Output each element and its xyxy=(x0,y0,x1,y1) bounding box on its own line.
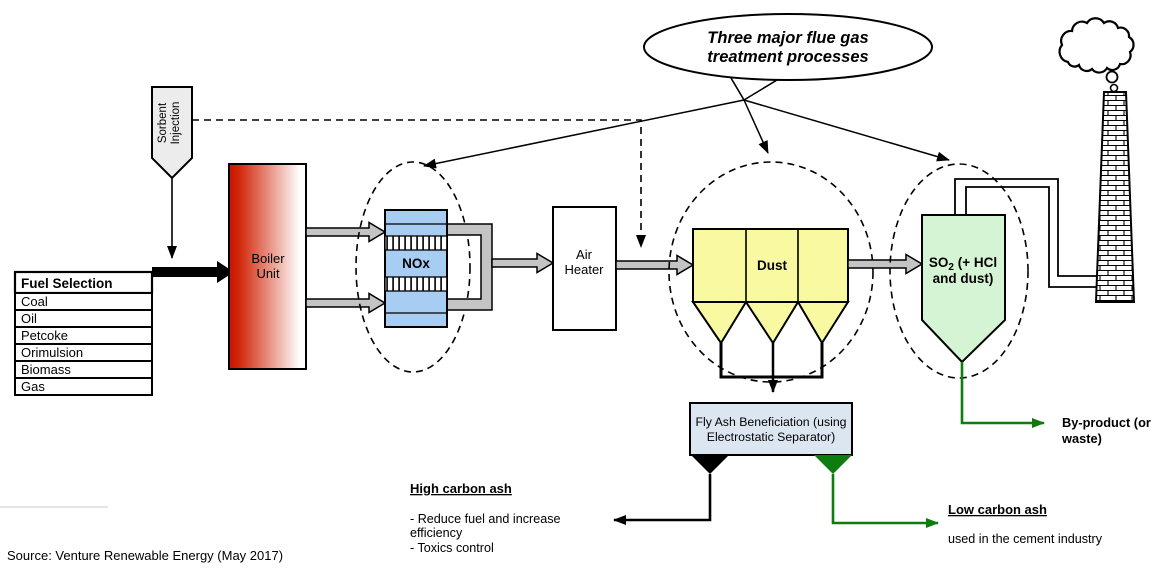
table-header-text: Fuel Selection xyxy=(21,276,113,291)
low-carbon-title: Low carbon ash xyxy=(948,502,1047,517)
source-caption: Source: Venture Renewable Energy (May 20… xyxy=(7,548,283,563)
nox-catalyst-layer-bottom xyxy=(384,276,448,292)
air-heater-box xyxy=(552,206,617,331)
callout-tail-left xyxy=(730,77,745,101)
low-carbon-ash-line xyxy=(831,474,939,528)
callout-arrow-to-so2 xyxy=(743,99,950,162)
high-carbon-title: High carbon ash xyxy=(410,481,512,496)
so2-dashed-ellipse xyxy=(889,163,1029,379)
dust-hopper-2 xyxy=(744,301,800,345)
nox-label: NOx xyxy=(402,256,430,271)
air-heater-label-line2: Heater xyxy=(564,262,604,277)
low-carbon-ash-note: Low carbon ash used in the cement indust… xyxy=(948,502,1103,546)
table-cell-text: Oil xyxy=(21,311,37,326)
dust-hopper-1 xyxy=(691,301,748,345)
byproduct-text-line2: waste) xyxy=(1061,431,1102,446)
high-carbon-note2: efficiency xyxy=(410,526,463,540)
smoke-cloud-icon xyxy=(1058,17,1135,74)
flyash-label-line2: Electrostatic Separator) xyxy=(707,430,836,444)
nox-to-airheater-arrow xyxy=(491,252,555,274)
nox-catalyst-layer-top xyxy=(384,235,448,251)
so2-unit: SO2 (+ HCl and dust) xyxy=(889,163,1099,379)
flyash-hopper-green xyxy=(814,455,852,474)
boiler-label-line2: Unit xyxy=(256,266,280,281)
sorbent-pentagon xyxy=(151,86,193,180)
table-cell-text: Biomass xyxy=(21,362,71,377)
air-heater: Air Heater xyxy=(552,206,617,331)
table-row xyxy=(14,377,153,396)
flyash-label-line1: Fly Ash Beneficiation (using xyxy=(695,415,846,429)
air-heater-label-line1: Air xyxy=(576,247,593,262)
sorbent-injection: Sorbent Injection xyxy=(151,86,646,259)
dust-hopper-3 xyxy=(796,301,850,345)
so2-to-stack-pipe-outer xyxy=(954,178,1099,277)
callout-line1: Three major flue gas xyxy=(707,29,868,47)
high-carbon-ash-note: High carbon ash - Reduce fuel and increa… xyxy=(410,481,561,555)
flyash-beneficiation: Fly Ash Beneficiation (using Electrostat… xyxy=(613,402,939,528)
so2-label-line2: and dust) xyxy=(933,271,994,286)
fuel-selection-table: Fuel Selection Coal Oil Petcoke Orimulsi… xyxy=(13,270,154,396)
sorbent-label-line1: Sorbent xyxy=(157,102,169,143)
dust-dashed-circle xyxy=(668,161,874,383)
nox-dashed-ellipse xyxy=(355,161,471,373)
callout-line2: treatment processes xyxy=(707,48,868,66)
boiler-to-nox-arrow-bottom xyxy=(305,292,387,314)
callout-arrow-to-dust xyxy=(743,99,769,154)
flyash-hopper-black xyxy=(691,455,729,474)
byproduct-line xyxy=(960,362,1045,428)
so2-to-stack-pipe-inner xyxy=(965,186,1099,288)
sorbent-dashed-line xyxy=(192,119,646,248)
table-cell-text: Gas xyxy=(21,379,45,394)
table-cell-text: Petcoke xyxy=(21,328,68,343)
boiler-label-line1: Boiler xyxy=(251,251,285,266)
nox-box xyxy=(384,209,448,328)
airheater-to-dust-arrow xyxy=(615,254,695,276)
flyash-box xyxy=(689,402,853,456)
smoke-puff-small xyxy=(1109,83,1119,93)
table-cell-text: Orimulsion xyxy=(21,345,83,360)
dust-collection-bracket xyxy=(719,343,824,379)
dust-box xyxy=(692,228,849,303)
byproduct-output: By-product (or waste) xyxy=(960,362,1151,446)
callout-ellipse xyxy=(643,13,933,81)
dust-to-so2-arrow xyxy=(847,253,924,275)
boiler-to-nox-arrow-top xyxy=(305,221,387,243)
boiler-unit: Boiler Unit xyxy=(228,163,307,370)
so2-vessel xyxy=(921,214,1006,364)
fuel-to-boiler-arrow xyxy=(152,261,234,283)
smoke-stack xyxy=(1058,17,1136,303)
high-carbon-note3: - Toxics control xyxy=(410,541,494,555)
chimney xyxy=(1094,91,1136,303)
byproduct-text-line1: By-product (or xyxy=(1062,415,1151,430)
sorbent-label-line2: Injection xyxy=(170,102,182,145)
nox-unit: NOx xyxy=(355,161,493,373)
callout-arrow-to-nox xyxy=(423,99,745,169)
table-cell-text: Coal xyxy=(21,294,48,309)
boiler-box xyxy=(228,163,307,370)
so2-label-line1: SO2 (+ HCl xyxy=(929,255,997,273)
dust-label: Dust xyxy=(757,258,788,273)
smoke-puff-large xyxy=(1105,70,1119,84)
low-carbon-note: used in the cement industry xyxy=(948,532,1103,546)
dust-unit: Dust xyxy=(668,161,874,393)
high-carbon-ash-line xyxy=(613,474,712,525)
callout-bubble: Three major flue gas treatment processes xyxy=(423,13,950,169)
high-carbon-note1: - Reduce fuel and increase xyxy=(410,512,561,526)
